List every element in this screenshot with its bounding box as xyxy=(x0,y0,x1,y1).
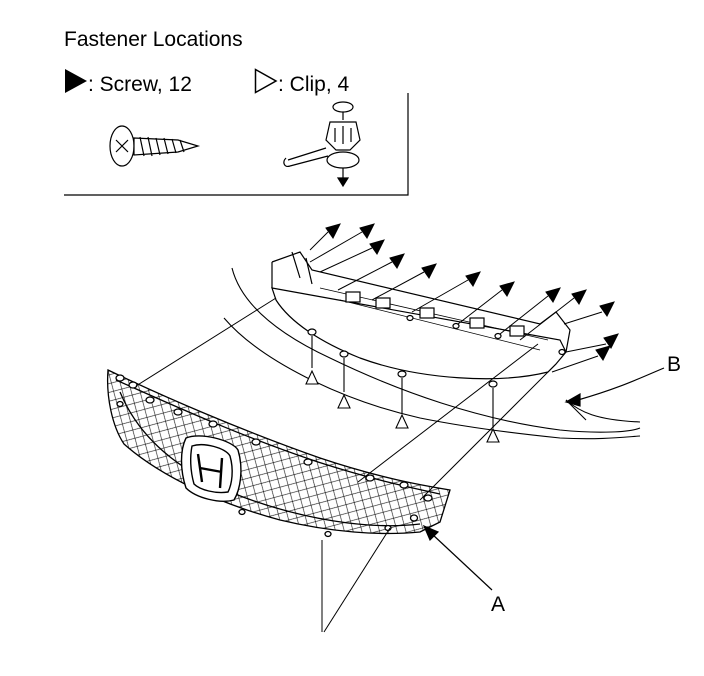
callout-a-leader xyxy=(422,524,493,591)
screw-markers xyxy=(309,223,619,373)
outline-triangle-icon xyxy=(254,68,278,94)
filled-triangle-icon xyxy=(65,69,87,93)
clip-illustration xyxy=(283,101,361,188)
clip-markers xyxy=(305,336,500,443)
honda-emblem xyxy=(180,435,242,502)
grille-support-bracket xyxy=(271,251,571,388)
legend-screw: : Screw, 12 xyxy=(64,68,192,97)
callout-a-label: A xyxy=(491,593,506,616)
callout-b-label: B xyxy=(667,353,682,376)
legend-box-border xyxy=(64,93,409,196)
grille-mesh xyxy=(106,369,451,538)
diagram-title: Fastener Locations xyxy=(64,28,243,51)
callout-b-leader xyxy=(564,367,665,407)
alignment-lines xyxy=(135,297,557,633)
legend-clip: : Clip, 4 xyxy=(254,68,349,97)
screw-illustration xyxy=(109,125,201,167)
legend-screw-label: : Screw, 12 xyxy=(88,73,192,96)
legend-clip-label: : Clip, 4 xyxy=(278,73,350,96)
